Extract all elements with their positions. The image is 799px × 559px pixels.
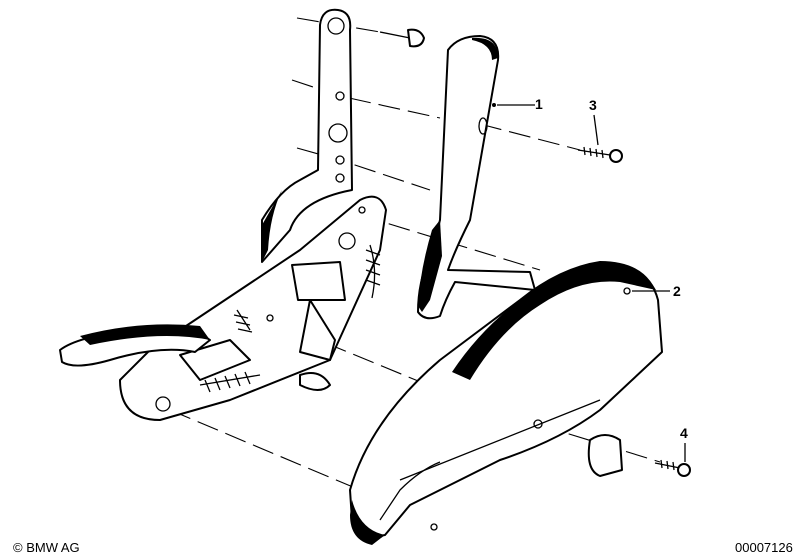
copyright-label: © BMW AG bbox=[13, 540, 80, 555]
diagram-number: 00007126 bbox=[735, 540, 793, 555]
part-3-screw bbox=[577, 114, 623, 163]
callout-2: 2 bbox=[673, 283, 681, 299]
callout-4: 4 bbox=[680, 425, 688, 441]
part-4-screw bbox=[654, 443, 691, 477]
release-lever bbox=[59, 324, 211, 367]
part-2-cover bbox=[349, 261, 670, 545]
callout-3: 3 bbox=[589, 97, 597, 113]
recliner-mechanism bbox=[119, 195, 387, 421]
seat-back-bracket bbox=[261, 8, 353, 263]
part-1-hinge-arm bbox=[417, 35, 536, 320]
screw-top bbox=[379, 28, 425, 48]
callout-1: 1 bbox=[535, 96, 543, 112]
